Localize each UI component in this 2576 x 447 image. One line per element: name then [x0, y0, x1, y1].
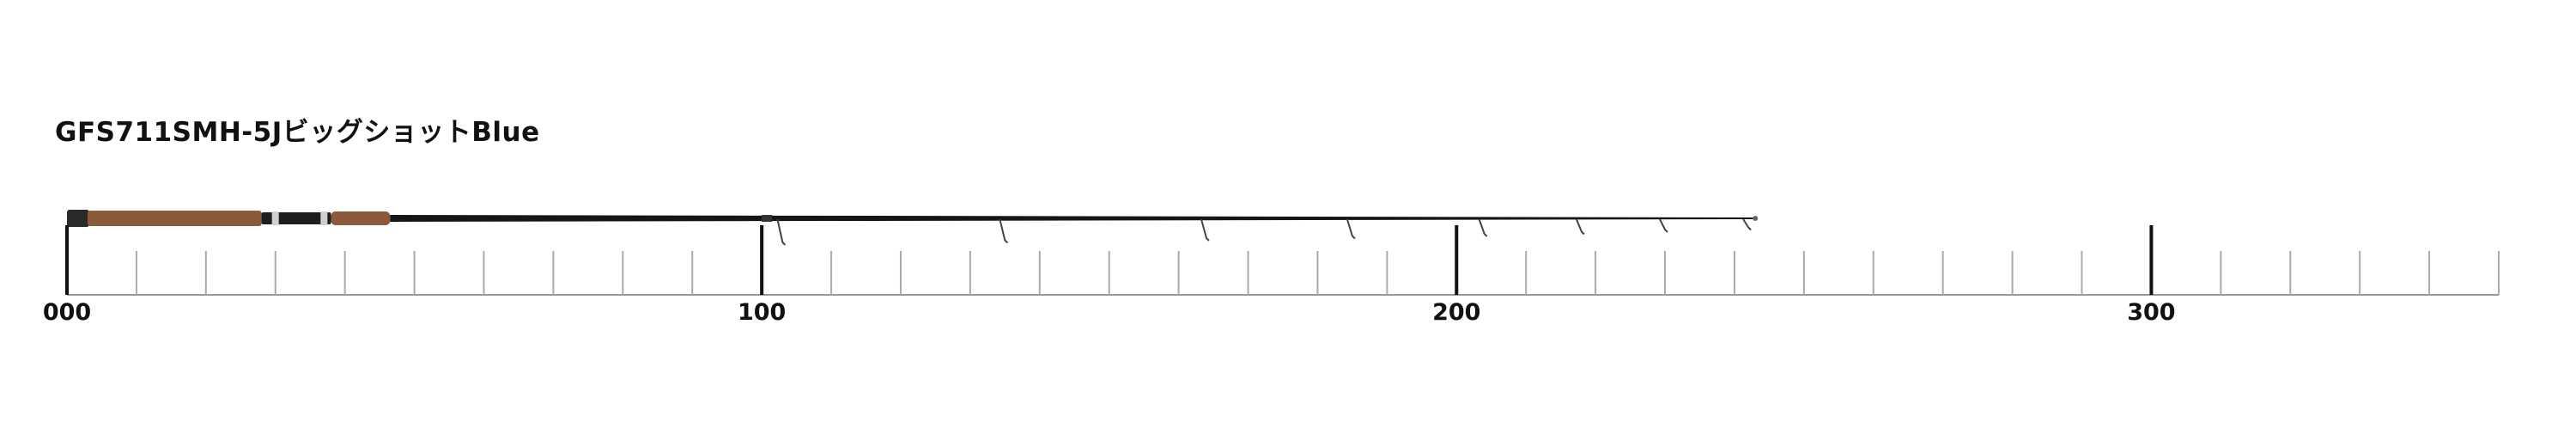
scale-tick-label: 200 [1432, 299, 1480, 326]
rear-grip [88, 211, 262, 226]
rod-guide [1346, 218, 1356, 240]
scale-tick-label: 100 [738, 299, 786, 326]
rod-guide [776, 218, 787, 246]
rod-guide [1576, 218, 1585, 236]
rod-guide [1659, 218, 1668, 233]
fore-grip [331, 211, 391, 225]
scale-tick-label: 300 [2127, 299, 2175, 326]
tip-top [1753, 216, 1759, 221]
rod-guide [999, 218, 1009, 244]
ferrule [762, 215, 773, 222]
reel-seat-ring [320, 211, 328, 225]
scale-tick-label: 000 [43, 299, 91, 326]
rod-illustration [67, 210, 1759, 246]
product-title: GFS711SMH-5JビッグショットBlue [55, 117, 540, 148]
rod-blank [390, 215, 1756, 222]
reel-seat [261, 212, 331, 224]
butt-cap [67, 210, 89, 227]
reel-seat-ring [271, 211, 279, 225]
rod-guide [1478, 218, 1488, 237]
rod-guide [1200, 218, 1210, 242]
rod-guide [1742, 218, 1752, 231]
length-scale: 000 100 200 300 [43, 225, 2500, 326]
